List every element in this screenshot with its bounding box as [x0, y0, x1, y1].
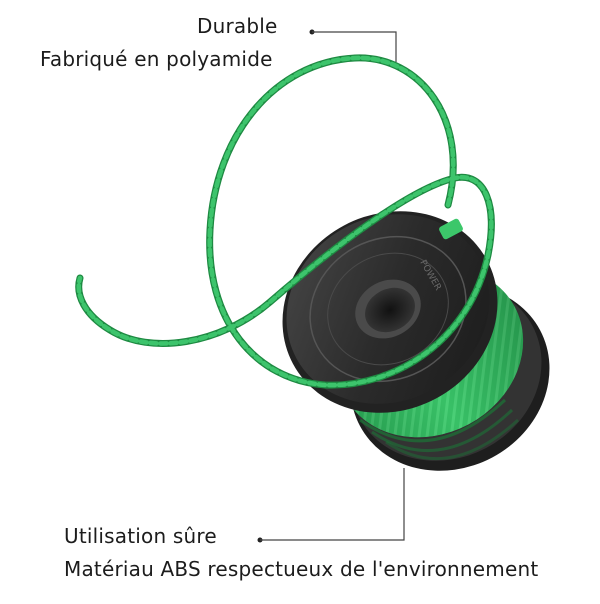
callout-bottom-title: Utilisation sûre: [64, 524, 217, 548]
callout-top-title: Durable: [197, 14, 278, 38]
loose-trimmer-line: [75, 54, 495, 389]
callout-bottom-subtitle: Matériau ABS respectueux de l'environnem…: [64, 557, 539, 581]
callout-top-subtitle: Fabriqué en polyamide: [40, 47, 273, 71]
spool-top-flange: POWER: [282, 211, 498, 413]
callout-leader-bottom: [257, 468, 405, 543]
callout-leader-top: [309, 29, 397, 62]
